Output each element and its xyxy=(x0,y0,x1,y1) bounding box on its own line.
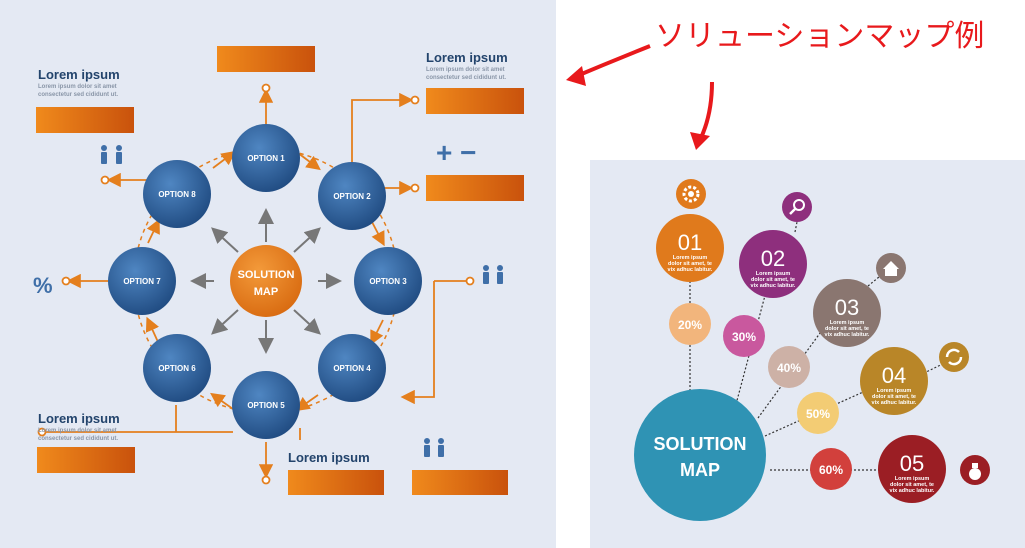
center-label-1: SOLUTION xyxy=(238,269,295,281)
svg-text:vix adhuc labitur.: vix adhuc labitur. xyxy=(751,283,796,289)
option-node: OPTION 4 xyxy=(318,334,386,402)
item-node: 01 Lorem ipsum dolor sit amet, te vix ad… xyxy=(656,214,724,282)
plus-minus-icon: + − xyxy=(436,137,476,168)
home-icon xyxy=(876,253,906,283)
svg-text:dolor sit amet, te: dolor sit amet, te xyxy=(872,394,916,400)
text-block-top-left: Lorem ipsum Lorem ipsum dolor sit amet c… xyxy=(38,67,120,98)
svg-text:dolor sit amet, te: dolor sit amet, te xyxy=(751,277,795,283)
placeholder-bars xyxy=(36,46,524,495)
svg-text:02: 02 xyxy=(761,246,785,271)
svg-text:consectetur sed cididunt ut.: consectetur sed cididunt ut. xyxy=(426,75,506,81)
option-node: OPTION 3 xyxy=(354,247,422,315)
svg-text:vix adhuc labitur.: vix adhuc labitur. xyxy=(890,488,935,494)
refresh-icon xyxy=(939,342,969,372)
center-label-2: MAP xyxy=(680,460,720,480)
left-solution-map: SOLUTION MAP OPTION 1 OPTION 2 OPTION 3 … xyxy=(33,46,524,495)
svg-text:Lorem ipsum: Lorem ipsum xyxy=(426,50,508,65)
svg-text:Lorem ipsum: Lorem ipsum xyxy=(756,271,791,277)
item-node: 02 Lorem ipsum dolor sit amet, te vix ad… xyxy=(739,230,807,298)
svg-text:dolor sit amet, te: dolor sit amet, te xyxy=(890,482,934,488)
annotation-arrow-left xyxy=(571,44,651,80)
bottom-title: Lorem ipsum xyxy=(288,450,370,465)
option-node: OPTION 8 xyxy=(143,160,211,228)
right-solution-map: SOLUTION MAP 20% 30% 40% 50% 60% 01 Lore… xyxy=(634,179,990,521)
text-block-bottom-left: Lorem ipsum Lorem ipsum dolor sit amet c… xyxy=(38,411,120,442)
svg-text:Lorem ipsum: Lorem ipsum xyxy=(38,67,120,82)
svg-text:vix adhuc labitur.: vix adhuc labitur. xyxy=(872,400,917,406)
center-label-2: MAP xyxy=(254,286,278,298)
svg-text:dolor sit amet, te: dolor sit amet, te xyxy=(668,261,712,267)
svg-text:30%: 30% xyxy=(732,330,756,344)
svg-text:dolor sit amet, te: dolor sit amet, te xyxy=(825,326,869,332)
svg-text:OPTION 5: OPTION 5 xyxy=(247,401,285,410)
svg-text:Lorem ipsum dolor sit amet: Lorem ipsum dolor sit amet xyxy=(426,67,505,73)
percent-node: 20% xyxy=(669,303,711,345)
svg-text:Lorem ipsum: Lorem ipsum xyxy=(673,255,708,261)
svg-text:60%: 60% xyxy=(819,463,843,477)
svg-text:03: 03 xyxy=(835,295,859,320)
percent-node: 40% xyxy=(768,346,810,388)
svg-text:OPTION 2: OPTION 2 xyxy=(333,192,371,201)
svg-text:OPTION 7: OPTION 7 xyxy=(123,277,161,286)
svg-text:consectetur sed cididunt ut.: consectetur sed cididunt ut. xyxy=(38,92,118,98)
svg-text:Lorem ipsum: Lorem ipsum xyxy=(830,320,865,326)
percent-node: 60% xyxy=(810,448,852,490)
svg-text:Lorem ipsum: Lorem ipsum xyxy=(38,411,120,426)
item-node: 03 Lorem ipsum dolor sit amet, te vix ad… xyxy=(813,279,881,347)
svg-text:40%: 40% xyxy=(777,361,801,375)
inner-arrows xyxy=(190,208,342,354)
percent-node: 50% xyxy=(797,392,839,434)
option-node: OPTION 6 xyxy=(143,334,211,402)
gear-icon xyxy=(676,179,706,209)
svg-text:20%: 20% xyxy=(678,318,702,332)
annotation: ソリューションマップ例 xyxy=(566,20,984,150)
item-node: 05 Lorem ipsum dolor sit amet, te vix ad… xyxy=(878,435,946,503)
svg-text:vix adhuc labitur.: vix adhuc labitur. xyxy=(668,267,713,273)
svg-text:Lorem ipsum: Lorem ipsum xyxy=(895,476,930,482)
svg-text:04: 04 xyxy=(882,363,906,388)
svg-text:OPTION 4: OPTION 4 xyxy=(333,364,371,373)
svg-text:Lorem ipsum dolor sit amet: Lorem ipsum dolor sit amet xyxy=(38,428,117,434)
svg-text:OPTION 6: OPTION 6 xyxy=(158,364,196,373)
svg-text:OPTION 1: OPTION 1 xyxy=(247,154,285,163)
svg-text:vix adhuc labitur.: vix adhuc labitur. xyxy=(825,332,870,338)
svg-text:05: 05 xyxy=(900,451,924,476)
center-label-1: SOLUTION xyxy=(654,434,747,454)
search-icon xyxy=(782,192,812,222)
svg-text:OPTION 3: OPTION 3 xyxy=(369,277,407,286)
svg-text:OPTION 8: OPTION 8 xyxy=(158,190,196,199)
text-block-top-right: Lorem ipsum Lorem ipsum dolor sit amet c… xyxy=(426,50,508,81)
percent-node: 30% xyxy=(723,315,765,357)
svg-text:Lorem ipsum dolor sit amet: Lorem ipsum dolor sit amet xyxy=(38,84,117,90)
center-circle xyxy=(230,245,302,317)
svg-text:50%: 50% xyxy=(806,407,830,421)
center-circle xyxy=(634,389,766,521)
svg-text:01: 01 xyxy=(678,230,702,255)
option-node: OPTION 5 xyxy=(232,371,300,439)
option-node: OPTION 1 xyxy=(232,124,300,192)
option-node: OPTION 7 xyxy=(108,247,176,315)
connector-lines xyxy=(37,83,475,485)
option-node: OPTION 2 xyxy=(318,162,386,230)
annotation-text: ソリューションマップ例 xyxy=(655,20,984,53)
annotation-arrow-down xyxy=(698,81,714,141)
people-icon xyxy=(424,438,444,457)
people-icon xyxy=(483,265,503,284)
svg-text:Lorem ipsum: Lorem ipsum xyxy=(877,388,912,394)
bag-icon xyxy=(960,455,990,485)
percent-icon: % xyxy=(33,273,53,298)
svg-text:consectetur sed cididunt ut.: consectetur sed cididunt ut. xyxy=(38,436,118,442)
item-node: 04 Lorem ipsum dolor sit amet, te vix ad… xyxy=(860,347,928,415)
people-icon xyxy=(101,145,122,164)
